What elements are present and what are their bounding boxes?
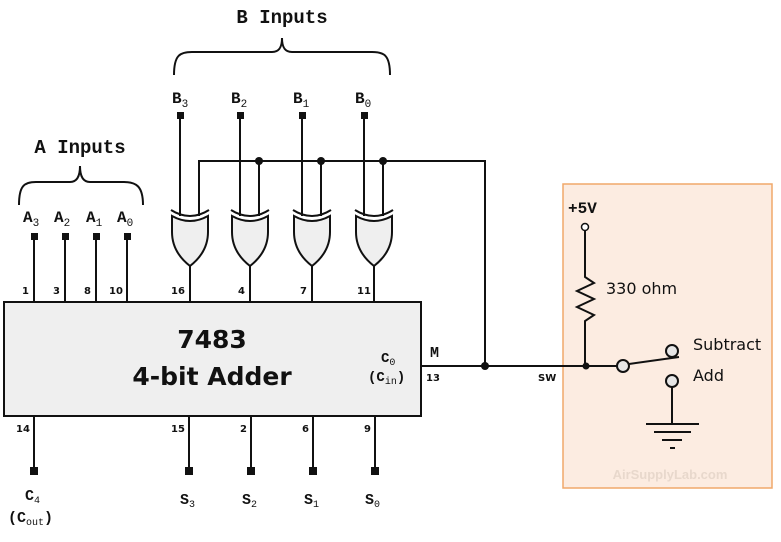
mode-switch-panel (562, 183, 773, 489)
junction-dot (481, 362, 489, 370)
subtract-terminal[interactable] (665, 344, 679, 358)
a2-label: A2 (54, 209, 70, 230)
s1-label: S1 (304, 492, 319, 511)
a3-label: A3 (23, 209, 39, 230)
switch-common-terminal (616, 359, 630, 373)
watermark: AirSupplyLab.com (613, 467, 728, 482)
a1-terminal[interactable] (93, 233, 100, 240)
pin-number: 4 (238, 286, 245, 297)
b-inputs-brace (173, 37, 391, 76)
b-input-wires (177, 112, 368, 216)
xor-gate (230, 209, 270, 302)
output-wires (30, 416, 379, 475)
pin-number: 15 (171, 424, 185, 435)
b3-terminal[interactable] (177, 112, 184, 119)
add-terminal[interactable] (665, 374, 679, 388)
sw-label: SW (538, 373, 556, 384)
b0-label: B0 (355, 90, 371, 111)
m-label: M (430, 345, 439, 362)
b2-terminal[interactable] (237, 112, 244, 119)
xor-gate (354, 209, 394, 302)
b3-label: B3 (172, 90, 188, 111)
pin-number: 10 (109, 286, 123, 297)
pin-number: 6 (302, 424, 309, 435)
s2-label: S2 (242, 492, 257, 511)
a3-terminal[interactable] (31, 233, 38, 240)
adder-chip-7483 (3, 301, 422, 417)
add-label: Add (693, 366, 724, 385)
a2-terminal[interactable] (62, 233, 69, 240)
pin-number: 11 (357, 286, 371, 297)
b-input-labels: B3 B2 B1 B0 (172, 90, 371, 111)
cout-terminal[interactable] (30, 467, 38, 475)
m-control-bus (198, 157, 486, 366)
pin-number: 13 (426, 373, 440, 384)
a-inputs-brace (18, 165, 144, 206)
resistor-330-ohm (574, 231, 597, 366)
a0-terminal[interactable] (124, 233, 131, 240)
pin-number: 1 (22, 286, 29, 297)
s3-label: S3 (180, 492, 195, 511)
b1-terminal[interactable] (299, 112, 306, 119)
b-inputs-title: B Inputs (236, 7, 327, 29)
pin-number: 16 (171, 286, 185, 297)
a-inputs-title: A Inputs (34, 137, 125, 159)
supply-terminal (580, 222, 590, 232)
b2-label: B2 (231, 90, 247, 111)
s1-terminal[interactable] (309, 467, 317, 475)
pin-number: 9 (364, 424, 371, 435)
a0-label: A0 (117, 209, 133, 230)
junction-dot (317, 157, 325, 165)
cout-label: C4 (25, 488, 40, 507)
s0-terminal[interactable] (371, 467, 379, 475)
b0-terminal[interactable] (361, 112, 368, 119)
a1-label: A1 (86, 209, 103, 230)
resistor-label: 330 ohm (606, 279, 677, 298)
junction-dot (582, 362, 590, 370)
pin-number: 3 (53, 286, 60, 297)
pin-number: 7 (300, 286, 307, 297)
junction-dot (255, 157, 263, 165)
xor-gate (292, 209, 332, 302)
pin-number: 2 (240, 424, 247, 435)
cin-alt-label: (Cin) (368, 370, 405, 388)
b1-label: B1 (293, 90, 310, 111)
cin-label: C0 (381, 351, 395, 369)
pin-number: 14 (16, 424, 30, 435)
xor-gate (170, 209, 210, 302)
a-input-wires (31, 233, 131, 302)
chip-part-number: 7483 (177, 325, 247, 354)
mode-switch-lever[interactable] (628, 356, 680, 365)
junction-dot (379, 157, 387, 165)
chip-name: 4-bit Adder (132, 362, 292, 391)
subtract-label: Subtract (693, 335, 761, 354)
s2-terminal[interactable] (247, 467, 255, 475)
s0-label: S0 (365, 492, 380, 511)
xor-gates (170, 209, 394, 302)
supply-label: +5V (568, 200, 597, 218)
ground-icon (646, 387, 699, 449)
s3-terminal[interactable] (185, 467, 193, 475)
cout-alt-label: (Cout) (8, 510, 53, 529)
a-input-labels: A3 A2 A1 A0 (23, 209, 133, 230)
pin-number: 8 (84, 286, 91, 297)
